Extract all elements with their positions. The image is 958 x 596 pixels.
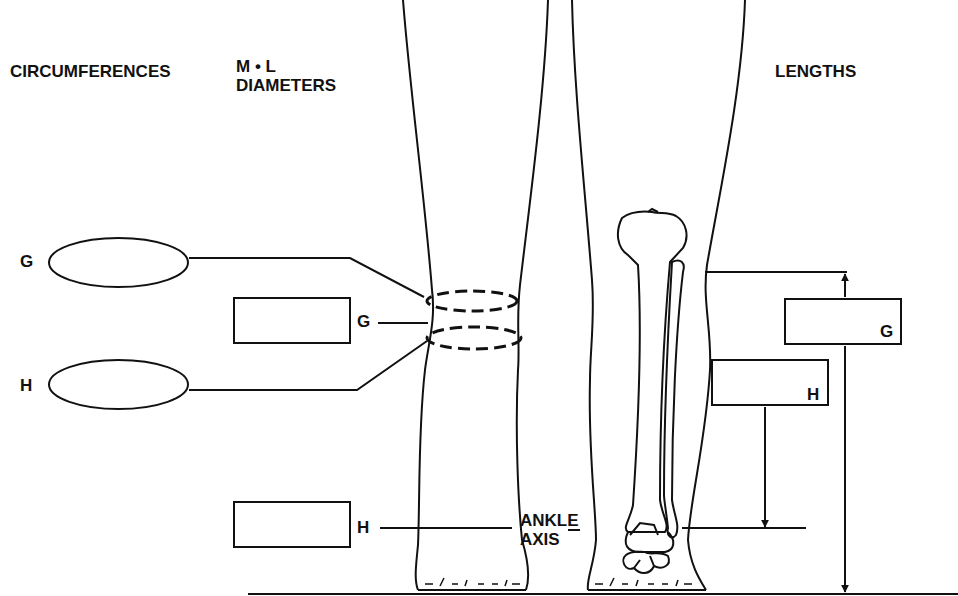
column-heading: M • L DIAMETERS	[236, 58, 366, 95]
measure-letter: H	[20, 377, 32, 395]
diameter-box: H	[233, 501, 351, 548]
column-heading: LENGTHS	[775, 63, 935, 82]
circumference-ellipse-outline	[48, 359, 189, 410]
measure-letter: G	[20, 253, 33, 271]
length-box: G	[784, 298, 902, 345]
circumference-ellipse: H	[48, 359, 189, 410]
length-box: H	[711, 359, 829, 406]
column-heading: CIRCUMFERENCES	[10, 63, 230, 82]
diameter-box: G	[233, 297, 351, 344]
measure-letter: G	[880, 323, 893, 341]
diameter-box-outline	[233, 297, 351, 344]
circumference-ellipse-outline	[48, 237, 189, 288]
measure-letter: G	[357, 313, 370, 331]
measure-letter: H	[807, 386, 819, 404]
axis-label: ANKLE AXIS	[520, 512, 582, 549]
measure-letter: H	[357, 519, 369, 537]
circumference-ellipse: G	[48, 237, 189, 288]
diameter-box-outline	[233, 501, 351, 548]
